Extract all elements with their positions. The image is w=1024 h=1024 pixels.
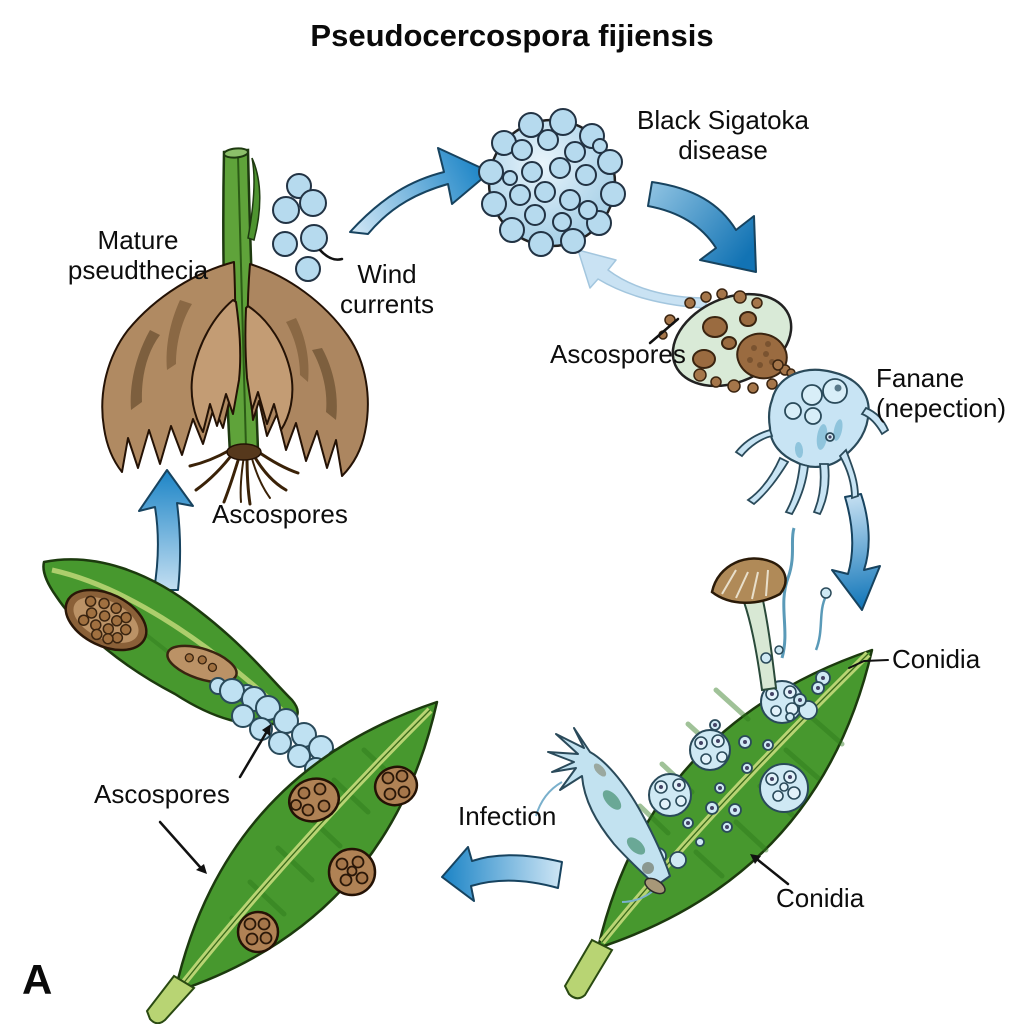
label-ascospores-sac: Ascospores xyxy=(550,339,686,369)
arrowhead-ascospores-leaf-1 xyxy=(262,724,271,736)
label-wind-currents: Wind currents xyxy=(340,259,434,319)
arrowhead-conidia-lower xyxy=(750,854,761,864)
label-ascospores-leaf: Ascospores xyxy=(94,779,230,809)
mature-pseudothecia-plant xyxy=(101,147,369,506)
pointer-ascospores-sac xyxy=(648,317,680,345)
infection-hypha xyxy=(535,727,671,903)
infected-leaf-left xyxy=(42,558,439,1024)
infected-leaf-right xyxy=(563,527,874,1000)
label-conidia-upper: Conidia xyxy=(892,644,981,674)
ascospore-sac xyxy=(658,288,800,410)
wind-current-spores xyxy=(272,173,328,282)
label-fanane-nepection: Fanane (nepection) xyxy=(876,363,1007,423)
diagram-title: Pseudocercospora fijiensis xyxy=(310,18,714,53)
spore-mass-black-sigatoka xyxy=(478,108,626,257)
pointer-conidia-lower xyxy=(756,858,790,886)
label-conidia-lower: Conidia xyxy=(776,883,865,913)
cycle-arrows xyxy=(138,147,881,902)
pointer-conidia-upper xyxy=(848,659,889,669)
pointer-ascospores-leaf-2 xyxy=(158,820,202,869)
panel-label: A xyxy=(22,956,53,1003)
leaf-lesion-small xyxy=(166,644,238,684)
pointer-ascospores-leaf-1 xyxy=(238,731,268,779)
pointer-wind-currents xyxy=(318,248,344,261)
arrow-infection-to-left-leaf xyxy=(441,846,563,902)
arrow-fanane-to-leaf xyxy=(831,493,881,611)
arrow-spore-mass-to-sac xyxy=(647,181,757,273)
arrow-wind-to-spore-mass xyxy=(349,147,491,235)
label-mature-pseudthecia: Mature pseudthecia xyxy=(67,225,209,285)
arrowhead-ascospores-leaf-2 xyxy=(196,864,207,874)
arrow-ascospores-up xyxy=(138,469,194,591)
pointer-lines xyxy=(158,248,889,886)
label-infection: Infection xyxy=(458,801,557,831)
label-black-sigatoka-disease: Black Sigatoka disease xyxy=(637,105,809,165)
conidiophore-structure xyxy=(710,527,832,692)
leaf-lesion-elongated xyxy=(64,588,148,652)
fanane-germinating-spore xyxy=(734,368,890,516)
arrow-sac-to-spore-mass xyxy=(577,249,707,309)
label-ascospores-release: Ascospores xyxy=(212,499,348,529)
